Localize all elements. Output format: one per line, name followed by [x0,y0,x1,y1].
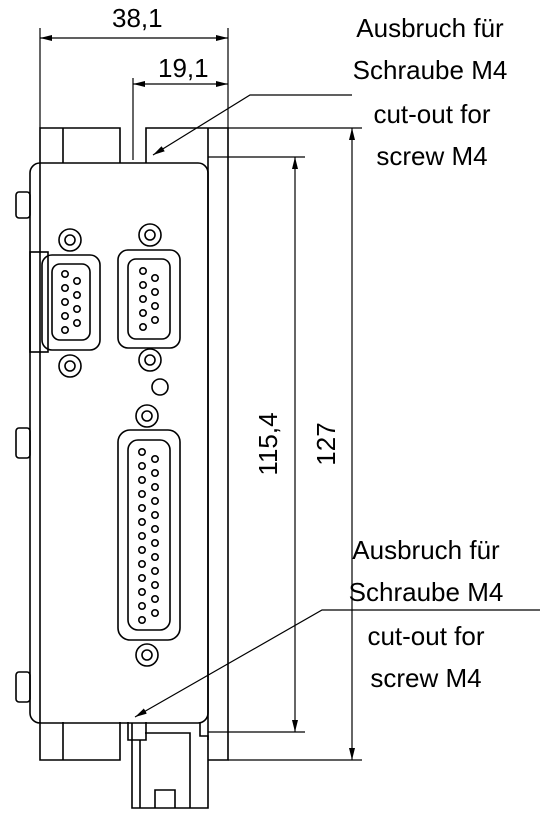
connector-pin [151,301,160,310]
connector-pin [73,276,82,285]
device-housing [29,162,209,724]
mounting-plate-bottom [39,722,121,761]
connector-pin [138,517,147,526]
connector-pin [138,447,147,456]
connector-pin [138,489,147,498]
leader-line-bottom [134,609,540,718]
connector-pin [138,573,147,582]
status-led [151,378,169,396]
connector-pin [151,594,160,603]
note-bottom-line1: Ausbruch für [352,535,500,565]
connector-pin [139,280,148,289]
connector-pin [138,615,147,624]
note-bottom-line4: screw M4 [370,663,482,693]
connector-pin [138,461,147,470]
connector-pin [151,315,160,324]
connector-pin [60,283,69,292]
connector-pin [151,608,160,617]
mounting-plate-top [39,127,229,761]
dsub25-connector [117,404,181,667]
side-knob-bottom [15,671,31,703]
note-top-line2: Schraube M4 [352,55,508,85]
note-bottom-line3: cut-out for [367,621,485,651]
dim-label-total-width: 38,1 [112,3,163,33]
connector-pin [151,287,160,296]
connector-pin [73,318,82,327]
connector-pin [151,482,160,491]
connector-pin [138,587,147,596]
connector-pin [151,496,160,505]
connector-pin [60,269,69,278]
connector-pin [138,531,147,540]
bottom-cutout [127,722,147,741]
connector-pin [151,552,160,561]
connector-pin [151,566,160,575]
dim-label-total-height: 127 [311,422,341,466]
connector-pin [139,308,148,317]
connector-pin [73,304,82,313]
connector-pin [138,559,147,568]
note-top-line4: screw M4 [376,141,488,171]
side-knob-top [15,191,31,219]
connector-pin [60,325,69,334]
dsub9-connector-right [117,223,181,372]
connector-pin [138,601,147,610]
note-bottom-line2: Schraube M4 [348,577,504,607]
connector-pin [138,475,147,484]
connector-pin [139,294,148,303]
note-top-line1: Ausbruch für [356,13,504,43]
dim-label-half-width: 19,1 [158,53,209,83]
connector-pin [60,297,69,306]
connector-pin [60,311,69,320]
bottom-plug [131,723,209,809]
connector-pin [151,468,160,477]
connector-pin [151,524,160,533]
connector-pin [139,322,148,331]
connector-pin [73,290,82,299]
connector-pin [138,503,147,512]
note-top-line3: cut-out for [373,99,491,129]
dim-label-inner-height: 115,4 [253,412,283,476]
connector-pin [138,545,147,554]
connector-pin [151,510,160,519]
connector-pin [151,454,160,463]
connector-pin [151,580,160,589]
connector-pin [151,538,160,547]
leader-line-top [152,94,352,156]
side-knob-middle [15,427,31,459]
connector-pin [139,266,148,275]
connector-pin [151,273,160,282]
dsub9-connector-left [29,228,101,378]
